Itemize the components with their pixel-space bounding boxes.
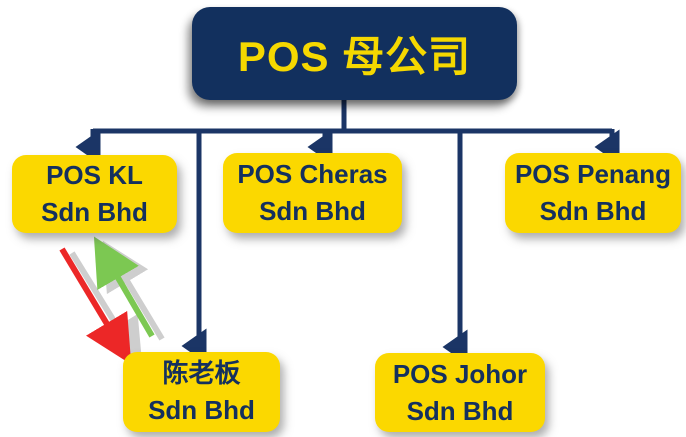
green-arrow (93, 236, 155, 338)
org-node-pos-penang: POS Penang Sdn Bhd (505, 153, 681, 233)
org-node-sublabel: Sdn Bhd (259, 196, 366, 226)
org-node-root: POS 母公司 (192, 7, 517, 100)
org-node-label: POS Cheras (237, 159, 388, 189)
org-node-label: 陈老板 (162, 358, 241, 388)
org-node-label: POS Penang (514, 159, 672, 189)
org-node-label: POS Johor (392, 358, 528, 389)
org-node-sublabel: Sdn Bhd (406, 395, 514, 426)
org-node-sublabel: Sdn Bhd (148, 395, 255, 425)
org-node-sublabel: Sdn Bhd (41, 197, 148, 227)
org-node-chen-laoban: 陈老板 Sdn Bhd (123, 352, 280, 432)
org-node-pos-cheras: POS Cheras Sdn Bhd (223, 153, 402, 233)
org-node-label: POS KL (46, 160, 143, 190)
org-node-pos-johor: POS Johor Sdn Bhd (375, 353, 545, 432)
org-node-sublabel: Sdn Bhd (539, 196, 647, 226)
org-node-root-label: POS 母公司 (237, 33, 472, 80)
red-arrow-shadow (69, 251, 143, 368)
org-node-pos-kl: POS KL Sdn Bhd (12, 155, 177, 233)
tree-connectors (75, 99, 620, 365)
red-arrow (59, 247, 132, 365)
